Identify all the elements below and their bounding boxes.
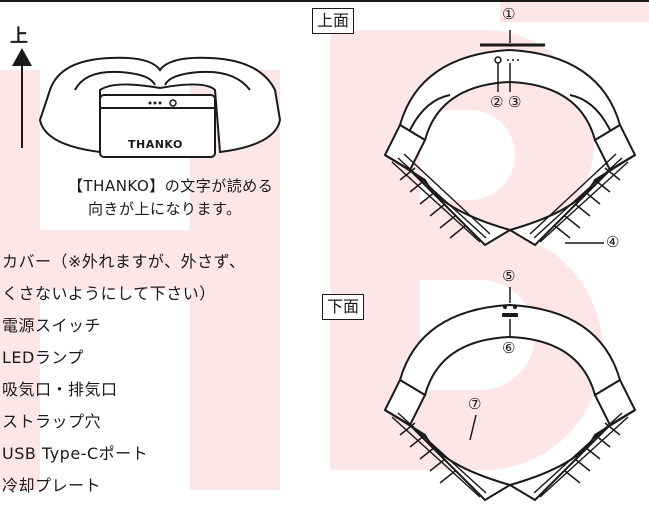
parts-list-item: 電源スイッチ	[2, 316, 102, 335]
view-label-bottom: 下面	[322, 294, 365, 320]
top-rule	[0, 0, 649, 2]
callout-4: ④	[606, 233, 620, 251]
caption-line2: 向きが上になります。	[88, 200, 242, 218]
parts-list-item: USB Type-Cポート	[2, 444, 149, 463]
callout-1: ①	[502, 5, 516, 23]
parts-list-item: 吸気口・排気口	[2, 380, 118, 399]
callout-6: ⑥	[502, 339, 516, 357]
parts-list-item: ストラップ穴	[2, 412, 102, 431]
callout-3: ③	[508, 93, 522, 111]
up-arrow-icon	[12, 48, 32, 148]
parts-list-item: 冷却プレート	[2, 476, 102, 495]
callout-2: ②	[490, 93, 504, 111]
caption-line1: 【THANKO】の文字が読める	[68, 177, 274, 195]
callout-5: ⑤	[502, 267, 516, 285]
up-label: 上	[10, 26, 29, 47]
view-label-top: 上面	[312, 8, 355, 34]
parts-list-item: カバー（※外れますが、外さず、	[2, 252, 246, 271]
bottom-view-illustration	[383, 287, 637, 502]
callout-7: ⑦	[468, 395, 482, 413]
device-logo: THANKO	[128, 138, 183, 151]
top-view-illustration	[383, 30, 637, 247]
parts-list-item: くさないようにして下さい）	[2, 284, 216, 303]
device-front-illustration	[38, 56, 282, 158]
parts-list-item: LEDランプ	[2, 348, 84, 367]
